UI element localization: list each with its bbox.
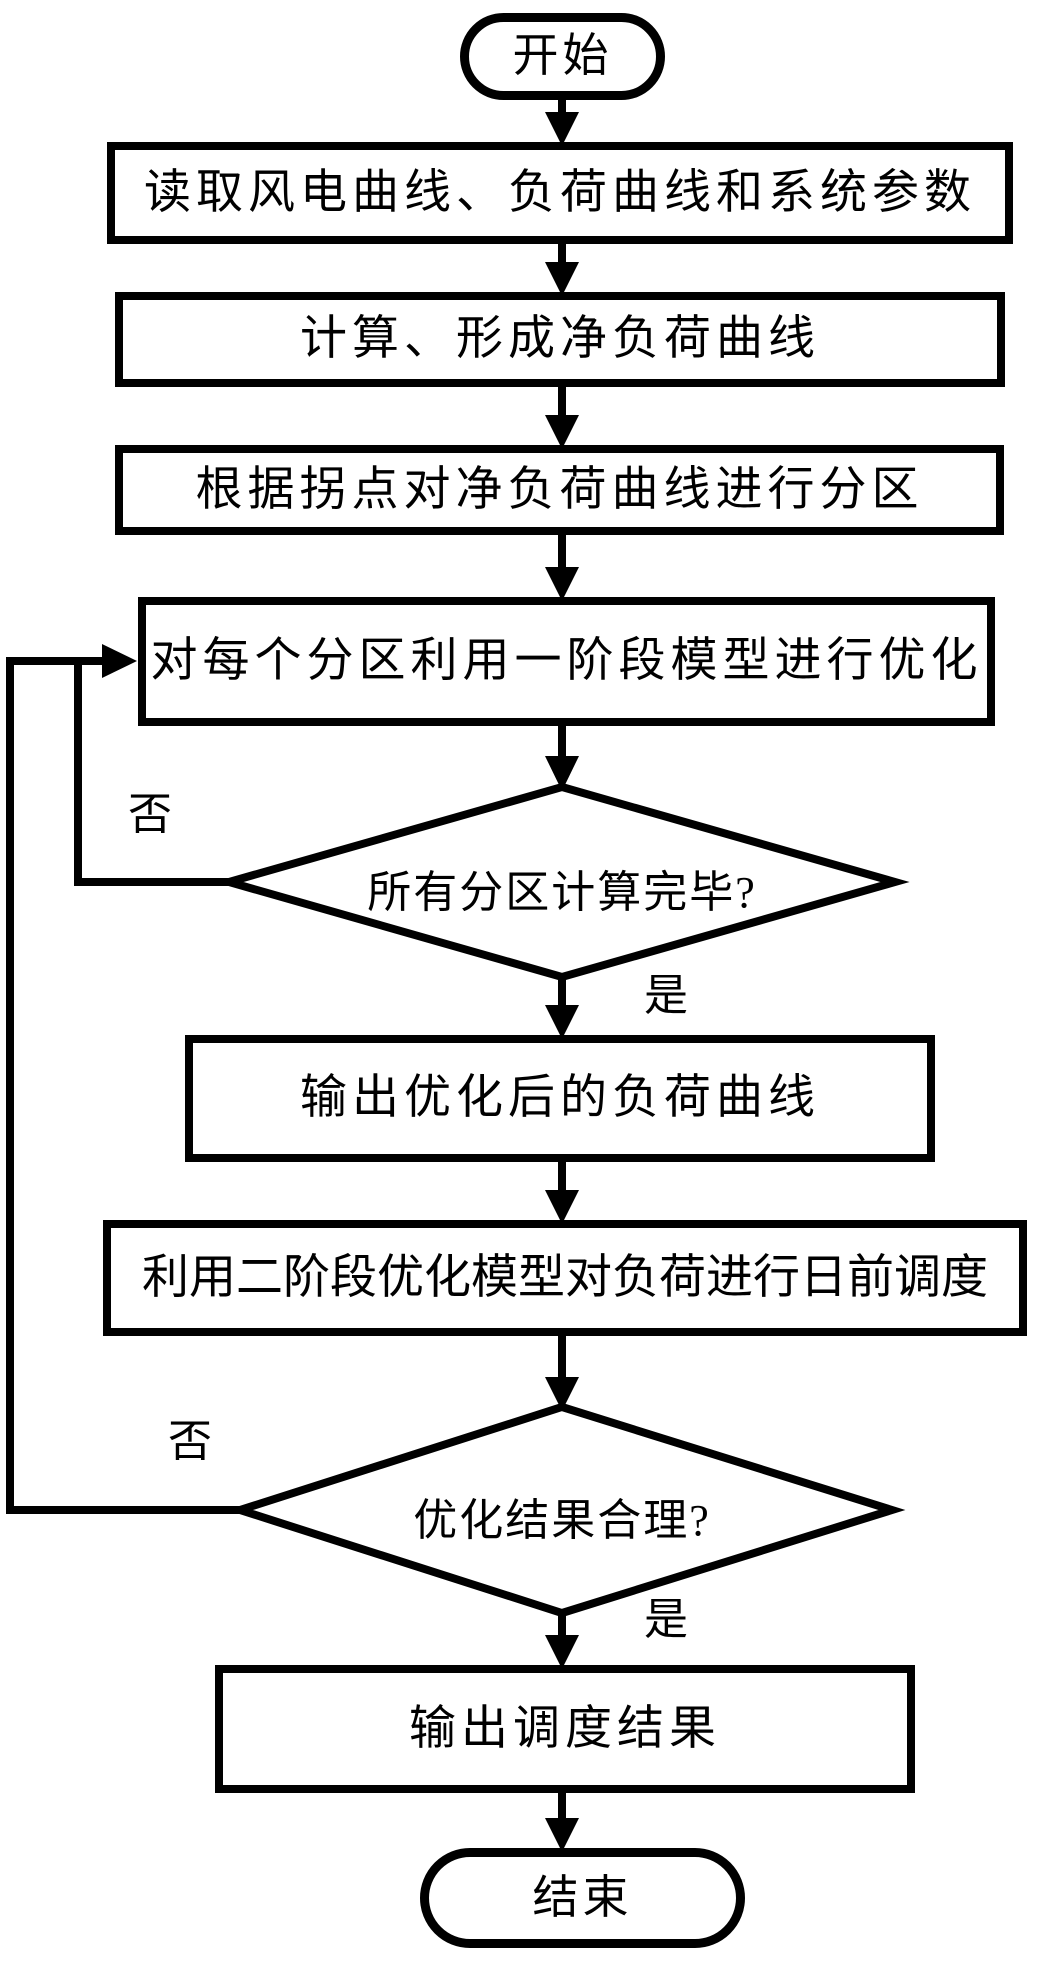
process-output-dispatch-result-label: 输出调度结果 (409, 1702, 721, 1755)
process-output-dispatch-result: 输出调度结果 (215, 1665, 915, 1793)
process-read-inputs-label: 读取风电曲线、负荷曲线和系统参数 (144, 166, 976, 219)
process-partition-curve-label: 根据拐点对净负荷曲线进行分区 (195, 463, 924, 516)
loop-entry-arrowhead-icon (102, 644, 137, 678)
arrow-output-load-to-dispatch (545, 1158, 579, 1224)
arrow-partition-to-optimize (545, 531, 579, 601)
process-output-load-curve-label: 输出优化后的负荷曲线 (300, 1072, 820, 1125)
decision1-label: 所有分区计算完毕? (367, 868, 757, 917)
process-optimize-partition-label: 对每个分区利用一阶段模型进行优化 (150, 635, 983, 688)
process-day-ahead-dispatch: 利用二阶段优化模型对负荷进行日前调度 (103, 1220, 1027, 1336)
arrow-calc-to-partition (545, 383, 579, 449)
arrow-decision1-yes-to-output-load (545, 975, 579, 1039)
arrow-start-to-read (545, 96, 579, 146)
process-day-ahead-dispatch-label: 利用二阶段优化模型对负荷进行日前调度 (142, 1251, 988, 1304)
arrow-optimize-to-decision1 (545, 722, 579, 791)
arrow-output-result-to-end (545, 1789, 579, 1852)
arrow-decision2-yes-to-output-result (545, 1609, 579, 1669)
arrow-dispatch-to-decision2 (545, 1332, 579, 1411)
end-node: 结束 (420, 1848, 745, 1948)
process-partition-curve: 根据拐点对净负荷曲线进行分区 (115, 445, 1004, 535)
process-optimize-partition: 对每个分区利用一阶段模型进行优化 (138, 597, 995, 726)
start-node: 开始 (460, 13, 665, 100)
decision2-label: 优化结果合理? (413, 1496, 711, 1545)
start-label: 开始 (512, 30, 613, 82)
decision2-no-label: 否 (168, 1417, 212, 1466)
decision1-no-label: 否 (128, 790, 172, 839)
loop-line-decision2-no (6, 657, 244, 1514)
process-compute-net-load-label: 计算、形成净负荷曲线 (300, 313, 820, 366)
decision1-yes-label: 是 (644, 971, 688, 1020)
arrow-read-to-calc (545, 240, 579, 296)
process-read-inputs: 读取风电曲线、负荷曲线和系统参数 (107, 142, 1013, 244)
process-output-load-curve: 输出优化后的负荷曲线 (185, 1035, 935, 1162)
process-compute-net-load: 计算、形成净负荷曲线 (115, 292, 1005, 387)
decision2-yes-label: 是 (644, 1595, 688, 1644)
loop-line-decision1-no (74, 661, 233, 886)
end-label: 结束 (532, 1871, 633, 1923)
